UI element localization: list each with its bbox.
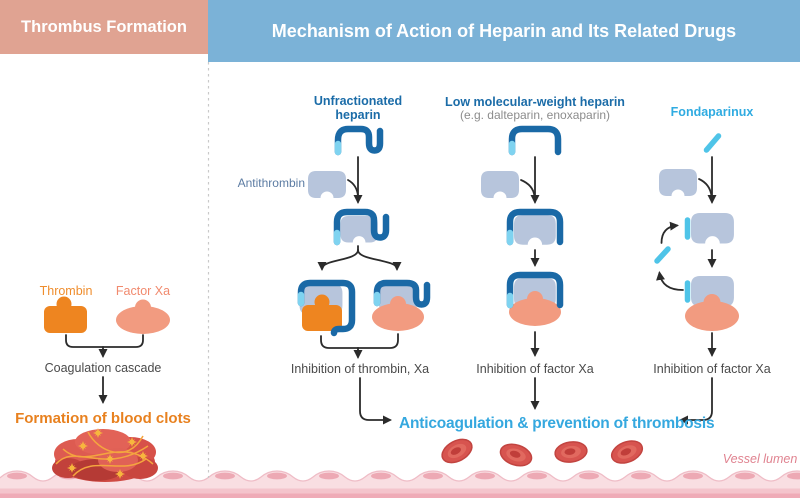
unfractionated-heparin-icon xyxy=(334,125,384,156)
column-title-fondaparinux: Fondaparinux xyxy=(670,105,754,119)
antithrombin-icon xyxy=(659,169,697,196)
column-subtitle-lmwh: (e.g. dalteparin, enoxaparin) xyxy=(459,108,611,122)
thrombin-icon xyxy=(44,296,87,333)
red-blood-cell-icon xyxy=(437,433,477,469)
column-title-ufh: Unfractionated heparin xyxy=(313,94,403,123)
result-label-fondaparinux: Inhibition of factor Xa xyxy=(653,362,771,376)
thrombin-label: Thrombin xyxy=(39,284,93,298)
formation-of-clots-label: Formation of blood clots xyxy=(15,410,191,427)
lmwh-factor-xa-complex xyxy=(506,271,564,326)
antithrombin-icon xyxy=(481,171,519,198)
vessel-lumen-label: Vessel lumen xyxy=(722,452,798,466)
result-label-ufh: Inhibition of thrombin, Xa xyxy=(290,362,430,376)
ufh-outcome-arrow xyxy=(359,377,392,425)
right-panel-header: Mechanism of Action of Heparin and Its R… xyxy=(208,0,800,62)
coagulation-cascade-label: Coagulation cascade xyxy=(44,361,162,375)
vessel-wall xyxy=(0,470,800,498)
fonda-antithrombin-complex xyxy=(684,213,734,244)
anticoagulation-outcome-label: Anticoagulation & prevention of thrombos… xyxy=(399,415,715,432)
antithrombin-icon xyxy=(308,171,346,198)
lmw-heparin-icon xyxy=(508,125,562,156)
left-panel-header: Thrombus Formation xyxy=(0,0,208,54)
factor-xa-label: Factor Xa xyxy=(115,284,171,298)
ufh-branch-arrows xyxy=(317,245,402,271)
red-blood-cell-icon xyxy=(553,439,589,465)
result-label-lmwh: Inhibition of factor Xa xyxy=(476,362,594,376)
antithrombin-join-arrow xyxy=(698,178,713,197)
cascade-merge-arrow xyxy=(65,334,144,358)
red-blood-cell-icon xyxy=(496,439,536,471)
ufh-factor-xa-complex xyxy=(372,279,431,331)
ufh-result-merge-arrow xyxy=(320,333,399,359)
fonda-outcome-arrow xyxy=(679,377,713,425)
column-title-lmwh: Low molecular-weight heparin xyxy=(445,95,625,109)
antithrombin-label: Antithrombin xyxy=(237,176,305,190)
ufh-thrombin-complex xyxy=(297,279,356,337)
ufh-antithrombin-complex xyxy=(333,208,390,246)
blood-clot-icon xyxy=(52,427,158,482)
red-blood-cells xyxy=(437,433,647,471)
fonda-recycle-loop xyxy=(654,221,684,291)
factor-xa-icon xyxy=(116,299,170,334)
fondaparinux-icon xyxy=(703,133,722,153)
red-blood-cell-icon xyxy=(607,435,647,469)
lmwh-antithrombin-complex xyxy=(506,208,564,246)
fonda-factor-xa-complex xyxy=(684,276,739,331)
endothelial-nuclei xyxy=(7,472,800,480)
antithrombin-join-arrow xyxy=(520,179,536,197)
antithrombin-join-arrow xyxy=(347,179,359,197)
